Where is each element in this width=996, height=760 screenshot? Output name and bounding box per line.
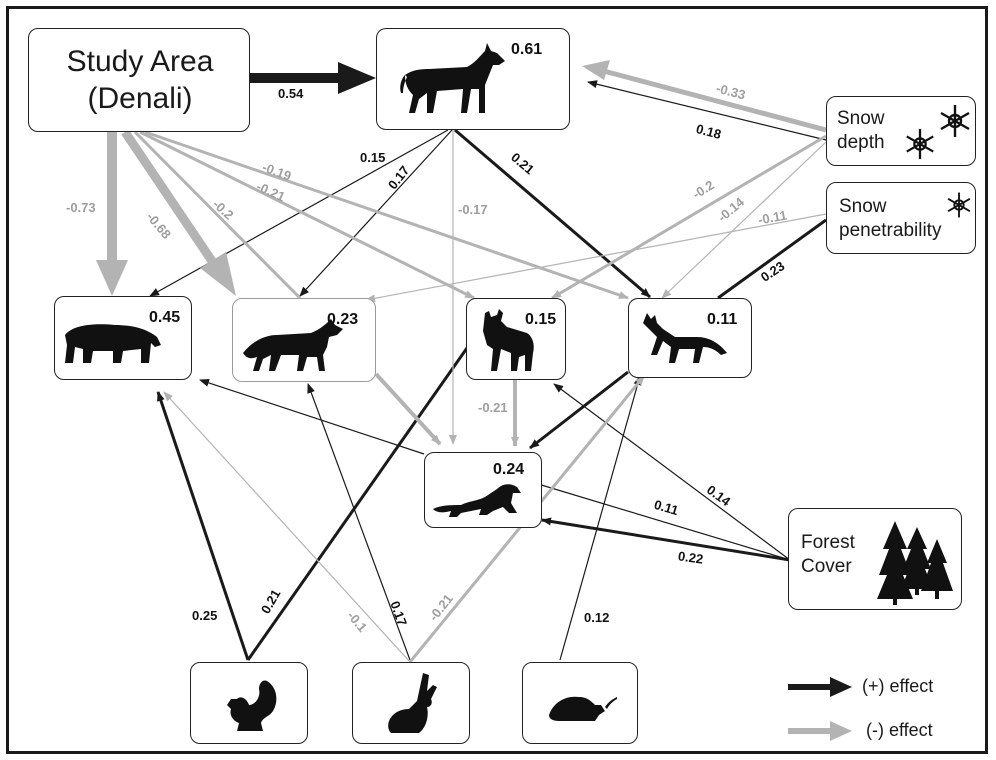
edge-wolf-wolverine bbox=[149, 129, 449, 297]
edge-hare-coyote bbox=[307, 383, 411, 661]
edge-pen-coyote bbox=[365, 213, 827, 303]
edge-depth-wolf-pos bbox=[587, 80, 827, 141]
wolverine-icon bbox=[65, 324, 161, 363]
snow-pen-line1: Snow bbox=[839, 196, 887, 217]
edge-study-lynx bbox=[133, 130, 302, 300]
edge-depth-lynx bbox=[551, 134, 827, 300]
vole-box bbox=[522, 662, 638, 744]
snow-depth-line1: Snow bbox=[837, 108, 885, 129]
edge-label-vole-fox: 0.12 bbox=[584, 610, 610, 625]
marten-icon bbox=[433, 484, 521, 517]
squirrel-box bbox=[190, 662, 308, 744]
edge-fox-marten bbox=[529, 370, 629, 450]
edge-coyote-marten bbox=[374, 372, 442, 446]
snow-penetrability-box: Snow penetrability bbox=[826, 182, 976, 254]
snowflake-icon bbox=[906, 128, 934, 160]
edge-study-coyote bbox=[121, 129, 218, 267]
edge-depth-fox bbox=[661, 141, 827, 299]
legend-negative-label: (-) effect bbox=[866, 720, 933, 740]
study-area-line1: Study Area bbox=[66, 45, 214, 78]
squirrel-icon bbox=[227, 680, 277, 731]
wolverine-r2: 0.45 bbox=[149, 309, 181, 326]
edge-squirrel-lynx bbox=[246, 337, 476, 661]
edge-label-wolf-wolverine: 0.15 bbox=[360, 150, 386, 165]
lynx-icon bbox=[483, 309, 534, 371]
fox-r2: 0.11 bbox=[707, 311, 738, 328]
edge-wolf-fox bbox=[454, 128, 651, 299]
edge-hare-wolverine bbox=[163, 391, 411, 663]
edge-wolf-coyote bbox=[299, 129, 453, 297]
edge-label-wolf-marten: -0.17 bbox=[458, 202, 488, 217]
snowflake-icon bbox=[940, 105, 970, 137]
snow-depth-box: Snow depth bbox=[826, 96, 976, 166]
lynx-box: 0.15 bbox=[466, 298, 566, 380]
edge-forest-marten2 bbox=[541, 517, 791, 562]
marten-r2: 0.24 bbox=[493, 461, 525, 478]
forest-cover-box: Forest Cover bbox=[788, 508, 962, 610]
edge-marten-wolverine bbox=[199, 379, 425, 455]
forest-line2: Cover bbox=[801, 556, 852, 577]
study-area-line2: (Denali) bbox=[87, 82, 193, 115]
coyote-r2: 0.23 bbox=[327, 311, 359, 328]
fox-icon bbox=[643, 313, 727, 363]
snow-depth-line2: depth bbox=[837, 132, 885, 153]
edge-study-lynx2 bbox=[139, 130, 475, 300]
figure-frame bbox=[6, 6, 988, 754]
lynx-r2: 0.15 bbox=[525, 311, 557, 328]
edge-squirrel-wolverine bbox=[156, 391, 250, 661]
hare-icon bbox=[388, 673, 437, 733]
edge-study-coyote-head bbox=[200, 252, 236, 296]
edge-study-fox bbox=[144, 130, 629, 300]
edge-vole-fox bbox=[559, 375, 642, 661]
edge-depth-wolf-neg-head bbox=[582, 60, 610, 80]
coyote-box: 0.23 bbox=[232, 298, 376, 382]
edge-pen-fox bbox=[717, 218, 827, 300]
edge-label-lynx-marten: -0.21 bbox=[478, 400, 508, 415]
edge-label-squirrel-wolverine: 0.25 bbox=[192, 608, 218, 623]
edge-forest-lynx bbox=[553, 383, 791, 561]
edge-label-study-wolf: 0.54 bbox=[278, 86, 304, 101]
tree-icon bbox=[877, 521, 953, 605]
wolf-r2: 0.61 bbox=[511, 41, 543, 58]
edge-depth-wolf-neg bbox=[599, 67, 827, 133]
snowflake-icon bbox=[947, 192, 971, 218]
forest-line1: Forest bbox=[801, 532, 855, 553]
wolf-box: 0.61 bbox=[376, 28, 570, 130]
wolverine-box: 0.45 bbox=[54, 296, 192, 380]
legend-positive-head bbox=[830, 677, 852, 697]
wolf-icon bbox=[400, 43, 505, 113]
snow-pen-line2: penetrability bbox=[839, 220, 942, 241]
edge-forest-marten1 bbox=[537, 483, 791, 561]
coyote-icon bbox=[243, 319, 343, 371]
fox-box: 0.11 bbox=[628, 298, 752, 378]
marten-box: 0.24 bbox=[424, 452, 542, 528]
study-area-box: Study Area (Denali) bbox=[28, 28, 250, 132]
edge-study-wolf-head bbox=[338, 62, 376, 94]
vole-icon bbox=[549, 696, 617, 721]
legend-positive-label: (+) effect bbox=[862, 676, 934, 696]
edge-label-study-wolverine: -0.73 bbox=[66, 200, 96, 215]
legend-negative-head bbox=[830, 721, 852, 741]
hare-box bbox=[352, 662, 470, 744]
edge-study-wolverine-head bbox=[96, 260, 128, 296]
